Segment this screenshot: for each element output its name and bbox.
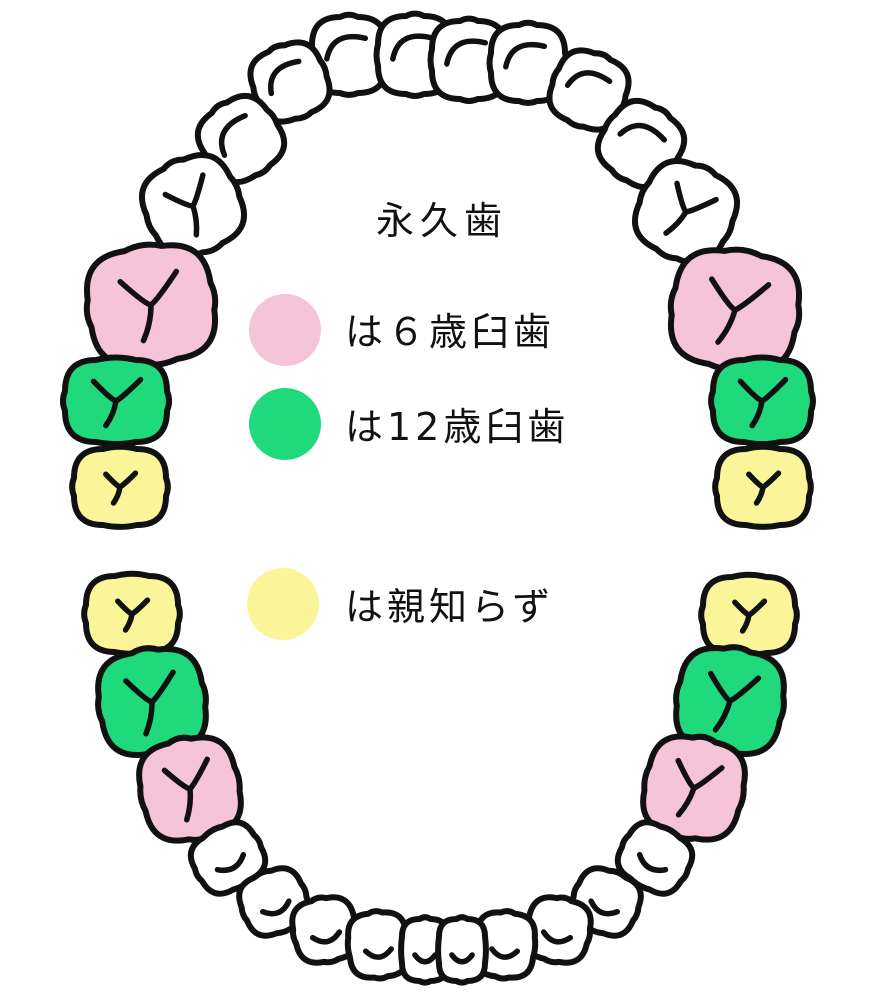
- tooth-groove: [617, 122, 668, 143]
- tooth-groove: [162, 172, 206, 238]
- legend-swatch-six-year-molar: [249, 294, 321, 366]
- diagram-title: 永久歯: [376, 199, 508, 243]
- upper-tooth-9-other-tooth: [632, 158, 740, 266]
- tooth-groove: [732, 598, 768, 634]
- legend: は６歳臼歯 は12歳臼歯 は親知らず: [247, 294, 569, 640]
- tooth-crown: [427, 15, 511, 104]
- tooth-groove: [259, 898, 292, 917]
- tooth-crown: [486, 19, 570, 106]
- legend-swatch-twelve-year-molar: [249, 388, 321, 460]
- tooth-crown: [289, 894, 361, 966]
- tooth-groove: [390, 33, 435, 62]
- tooth-groove: [90, 376, 144, 429]
- lower-tooth-31-other-tooth: [435, 914, 489, 986]
- tooth-groove: [117, 268, 180, 344]
- tooth-groove: [663, 180, 719, 236]
- legend-label-six-year-molar: は６歳臼歯: [345, 310, 555, 354]
- tooth-groove: [103, 470, 139, 506]
- tooth-groove: [115, 597, 151, 633]
- tooth-groove: [746, 470, 782, 506]
- upper-tooth-14-wisdom-tooth: [69, 443, 171, 530]
- tooth-groove: [444, 38, 489, 67]
- tooth-groove: [214, 851, 247, 874]
- upper-tooth-15-wisdom-tooth: [712, 443, 814, 530]
- tooth-groove: [636, 851, 669, 874]
- tooth-groove: [218, 112, 248, 158]
- teeth-layer: [59, 10, 816, 986]
- tooth-groove: [737, 376, 789, 429]
- lower-tooth-21-six-year-molar: [640, 733, 748, 843]
- legend-label-twelve-year-molar: は12歳臼歯: [345, 405, 569, 449]
- tooth-groove: [309, 929, 343, 945]
- tooth-crown: [614, 819, 696, 897]
- tooth-groove: [503, 41, 548, 70]
- lower-tooth-17-wisdom-tooth: [698, 571, 800, 658]
- lower-tooth-28-other-tooth: [344, 908, 412, 982]
- upper-tooth-3-other-tooth: [486, 19, 570, 106]
- legend-swatch-wisdom-tooth: [247, 568, 319, 640]
- tooth-groove: [267, 58, 302, 97]
- tooth-groove: [324, 33, 369, 62]
- lower-tooth-16-wisdom-tooth: [81, 570, 183, 657]
- tooth-groove: [540, 929, 574, 945]
- upper-tooth-4-other-tooth: [247, 39, 333, 125]
- tooth-groove: [412, 952, 438, 965]
- tooth-groove: [489, 946, 521, 960]
- tooth-groove: [564, 70, 613, 88]
- lower-tooth-19-twelve-year-molar: [673, 644, 787, 758]
- tooth-groove: [123, 669, 176, 737]
- tooth-groove: [675, 757, 725, 818]
- tooth-crown: [247, 39, 333, 125]
- upper-tooth-12-twelve-year-molar: [59, 354, 173, 448]
- tooth-crown: [435, 914, 489, 986]
- upper-tooth-13-twelve-year-molar: [708, 354, 816, 448]
- lower-tooth-26-other-tooth: [289, 894, 361, 966]
- tooth-groove: [709, 276, 772, 345]
- tooth-groove: [707, 670, 762, 733]
- tooth-crown: [344, 908, 412, 982]
- tooth-crown: [546, 47, 632, 133]
- upper-tooth-5-other-tooth: [546, 47, 632, 133]
- tooth-groove: [588, 898, 621, 917]
- legend-label-wisdom-tooth: は親知らず: [345, 585, 554, 629]
- upper-tooth-8-other-tooth: [139, 152, 247, 260]
- tooth-groove: [362, 946, 394, 960]
- tooth-groove: [449, 952, 475, 965]
- upper-tooth-2-other-tooth: [427, 15, 511, 104]
- upper-tooth-10-six-year-molar: [83, 241, 219, 368]
- lower-tooth-23-other-tooth: [614, 819, 696, 897]
- tooth-groove: [161, 756, 210, 823]
